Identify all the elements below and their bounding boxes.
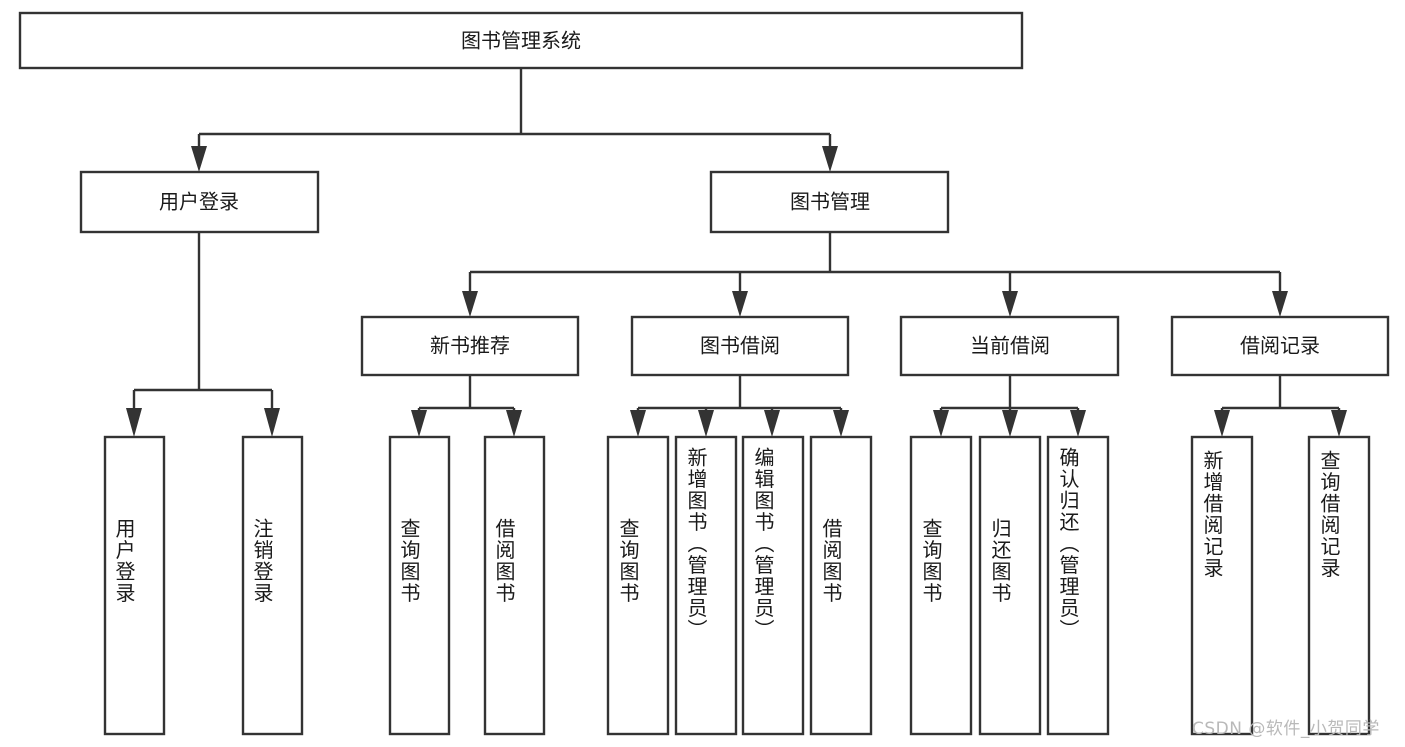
leaf-box-new-book-0[interactable] [388, 435, 451, 736]
node-borrow-record-label: 借阅记录 [1240, 334, 1320, 358]
arrow-head-leaf-current-borrow-2 [1070, 410, 1086, 437]
node-current-borrow-label: 当前借阅 [970, 334, 1050, 358]
node-book-borrow[interactable]: 图书借阅 [630, 315, 850, 377]
arrow-head-leaf-borrow-record-1 [1331, 410, 1347, 437]
leaf-box-user-login-1[interactable] [241, 435, 304, 736]
node-borrow-record-box[interactable] [1170, 315, 1390, 377]
leaf-box-borrow-record-0[interactable] [1190, 435, 1254, 736]
node-new-book-recommend[interactable]: 新书推荐 [360, 315, 580, 377]
csdn-watermark: CSDN @软件_小贺同学 [1192, 719, 1380, 739]
node-borrow-record[interactable]: 借阅记录 [1170, 315, 1390, 377]
node-current-borrow-box[interactable] [899, 315, 1120, 377]
leaf-box-current-borrow-0[interactable] [909, 435, 973, 736]
arrow-head-leaf-user-login-1 [264, 408, 280, 437]
node-user-login-label: 用户登录 [159, 190, 239, 214]
node-user-login[interactable]: 用户登录 [79, 170, 320, 234]
arrow-head-leaf-new-book-0 [411, 410, 427, 437]
arrow-head-borrow-record [1272, 291, 1288, 317]
arrow-head-leaf-book-borrow-3 [833, 410, 849, 437]
node-new-book-recommend-box[interactable] [360, 315, 580, 377]
leaf-box-user-login-0[interactable] [103, 435, 166, 736]
arrow-head-current-borrow [1002, 291, 1018, 317]
node-user-login-box[interactable] [79, 170, 320, 234]
node-book-borrow-box[interactable] [630, 315, 850, 377]
arrow-head-leaf-book-borrow-0 [630, 410, 646, 437]
connector-group-root [191, 68, 838, 172]
leaf-box-book-borrow-2[interactable] [741, 435, 805, 736]
connector-group-book-mgmt [462, 232, 1288, 317]
arrow-head-leaf-borrow-record-0 [1214, 410, 1230, 437]
arrow-head-leaf-new-book-1 [506, 410, 522, 437]
node-new-book-recommend-label: 新书推荐 [430, 334, 510, 358]
arrow-head-user-login [191, 146, 207, 172]
arrow-head-new-book [462, 291, 478, 317]
arrow-head-book-mgmt [822, 146, 838, 172]
leaf-box-current-borrow-1[interactable] [978, 435, 1042, 736]
arrow-head-leaf-current-borrow-1 [1002, 410, 1018, 437]
leaf-box-new-book-1[interactable] [483, 435, 546, 736]
leaf-box-borrow-record-1[interactable] [1307, 435, 1371, 736]
node-book-management-label: 图书管理 [790, 190, 870, 214]
node-root-box[interactable] [18, 11, 1024, 70]
node-current-borrow[interactable]: 当前借阅 [899, 315, 1120, 377]
arrow-head-leaf-book-borrow-1 [698, 410, 714, 437]
arrow-head-leaf-current-borrow-0 [933, 410, 949, 437]
connector-group-new-book [411, 375, 522, 437]
arrow-head-book-borrow [732, 291, 748, 317]
leaf-box-book-borrow-3[interactable] [809, 435, 873, 736]
leaf-box-current-borrow-2[interactable] [1046, 435, 1110, 736]
connector-group-book-borrow [630, 375, 849, 437]
connector-group-user-login [126, 232, 280, 437]
leaf-box-book-borrow-1[interactable] [674, 435, 738, 736]
leaf-box-book-borrow-0[interactable] [606, 435, 670, 736]
arrow-head-leaf-book-borrow-2 [764, 410, 780, 437]
connector-group-borrow-record [1214, 375, 1347, 437]
node-book-management-box[interactable] [709, 170, 950, 234]
node-book-management[interactable]: 图书管理 [709, 170, 950, 234]
connector-group-current-borrow [933, 375, 1086, 437]
arrow-head-leaf-user-login-0 [126, 408, 142, 437]
node-book-borrow-label: 图书借阅 [700, 334, 780, 358]
node-root-label: 图书管理系统 [461, 29, 581, 53]
node-root[interactable]: 图书管理系统 [18, 11, 1024, 70]
